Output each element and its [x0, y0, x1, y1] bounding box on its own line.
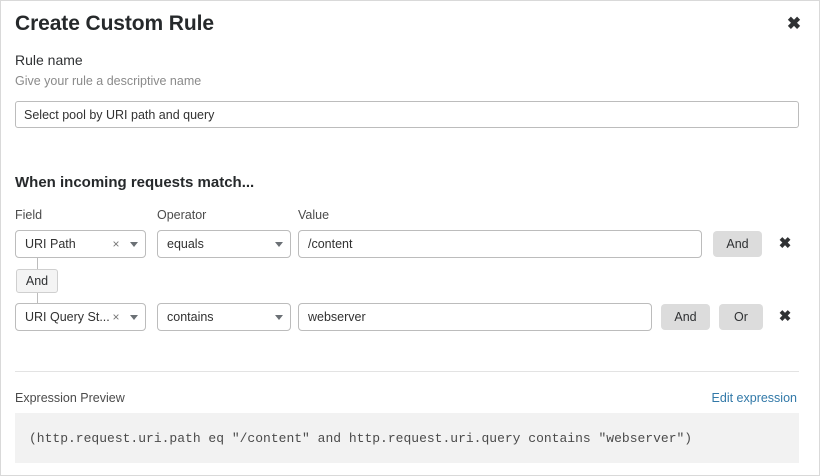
field-select-1-value: URI Path [25, 237, 76, 251]
dialog-title: Create Custom Rule [15, 12, 214, 35]
field-select-1[interactable]: URI Path × [15, 230, 146, 258]
rule-name-label: Rule name [15, 52, 83, 68]
expression-code-block: (http.request.uri.path eq "/content" and… [15, 413, 799, 463]
chevron-down-icon[interactable] [123, 314, 145, 320]
column-header-field: Field [15, 208, 43, 222]
operator-select-1[interactable]: equals [157, 230, 291, 258]
clear-icon[interactable]: × [112, 310, 120, 324]
clear-icon[interactable]: × [112, 237, 120, 251]
remove-condition-icon-1[interactable]: ✖ [778, 234, 792, 252]
dialog-header: Create Custom Rule ✖ [15, 9, 805, 43]
connector-line-bottom [37, 293, 38, 303]
edit-expression-link[interactable]: Edit expression [711, 391, 797, 405]
logic-and-button-1[interactable]: And [713, 231, 762, 257]
expression-preview-label: Expression Preview [15, 391, 125, 405]
match-section-heading: When incoming requests match... [15, 174, 255, 191]
close-icon[interactable]: ✖ [786, 13, 802, 33]
chevron-down-icon[interactable] [123, 241, 145, 247]
rule-name-help-text: Give your rule a descriptive name [15, 74, 202, 88]
chevron-down-icon[interactable] [268, 314, 290, 320]
section-divider [15, 371, 799, 372]
column-header-operator: Operator [157, 208, 207, 222]
logic-and-button-2[interactable]: And [661, 304, 710, 330]
field-select-2-value: URI Query St... [25, 310, 109, 324]
operator-select-2[interactable]: contains [157, 303, 291, 331]
logic-or-button-2[interactable]: Or [719, 304, 763, 330]
field-select-2[interactable]: URI Query St... × [15, 303, 146, 331]
connector-line-top [37, 258, 38, 270]
chevron-down-icon[interactable] [268, 241, 290, 247]
column-header-value: Value [298, 208, 330, 222]
rule-name-input[interactable] [15, 101, 799, 128]
value-input-2[interactable] [298, 303, 652, 331]
group-connector-and[interactable]: And [16, 269, 58, 293]
operator-select-2-value: contains [167, 310, 214, 324]
condition-row: URI Query St... × contains And Or ✖ [1, 303, 820, 331]
value-input-1[interactable] [298, 230, 702, 258]
operator-select-1-value: equals [167, 237, 204, 251]
condition-row: URI Path × equals And ✖ [1, 230, 820, 258]
remove-condition-icon-2[interactable]: ✖ [778, 307, 792, 325]
